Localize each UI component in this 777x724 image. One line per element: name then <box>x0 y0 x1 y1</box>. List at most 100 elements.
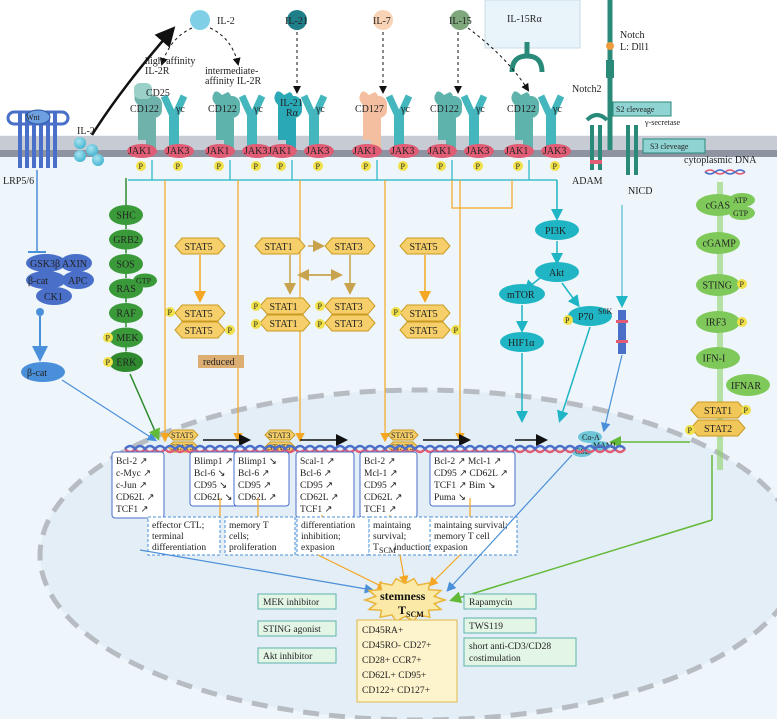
beta-catenin-complex-label: β-cat <box>28 276 48 287</box>
il7-label: IL-7 <box>373 16 391 27</box>
gene-line: c-Myc ↗ <box>116 469 151 479</box>
mapk-grb2: GRB2 <box>109 229 143 254</box>
phospho-p <box>315 319 325 329</box>
phospho-p <box>398 161 408 171</box>
il15ra-shape <box>509 53 545 73</box>
stat5-dimer-1a-label: STAT5 <box>185 309 213 320</box>
tscm-label: T <box>398 603 406 617</box>
nicd-label: NICD <box>628 186 652 197</box>
phospho-p <box>436 161 446 171</box>
svg-text:S6K: S6K <box>598 307 612 316</box>
sting-label-cgas: cGAS <box>706 201 730 212</box>
dna-stat-1b-label: STAT3 <box>268 443 290 452</box>
phospho-p <box>276 161 286 171</box>
gene-box-6: Bcl-2 ↗ Mcl-1 ↗CD95 ↗ CD62L ↗TCF1 ↗ Bim … <box>429 451 516 507</box>
destruction-complex <box>26 254 94 305</box>
phospho-p <box>473 161 483 171</box>
phospho-p-label: P <box>228 326 233 335</box>
phospho-p-label: P <box>106 334 111 343</box>
phospho-p-label: P <box>740 280 745 289</box>
il2-label: IL-2 <box>217 16 235 27</box>
phospho-p <box>361 161 371 171</box>
stat3-dimer-a <box>324 297 376 315</box>
gene-line: CD62L ↗ <box>300 493 339 503</box>
drug-left-2: STING agonist <box>257 620 337 637</box>
gene-line: CD62L ↘ <box>194 493 233 503</box>
membrane-bottom <box>0 150 777 157</box>
s3-cleavage-label: S3 cleveage <box>650 142 689 151</box>
stat5-dimer-2a <box>399 304 451 322</box>
akt-node <box>535 262 579 282</box>
jak1-label: JAK1 <box>128 146 151 157</box>
phospho-p-label: P <box>688 426 693 435</box>
gtp-label: GTP <box>733 209 749 218</box>
mtor-label: mTOR <box>507 290 535 301</box>
phospho-p-label: P <box>454 326 459 335</box>
phospho-p <box>225 325 235 335</box>
jak3-label: JAK3 <box>244 146 267 157</box>
phospho-p-label: P <box>254 162 259 171</box>
stat5-dimer-2b <box>399 321 451 339</box>
phospho-p <box>103 332 113 343</box>
outcome-line-sub: SCM <box>379 546 396 555</box>
receptor-alpha-label: CD122 <box>507 104 536 115</box>
gene-line: Bcl-2 ↗ Mcl-1 ↗ <box>434 457 501 467</box>
gene-line: CD62L ↗ <box>364 493 403 503</box>
dna-stat-1a <box>264 429 296 441</box>
tscm-marker: CD122+ CD127+ <box>362 686 430 696</box>
phospho-p <box>313 161 323 171</box>
phospho-p <box>251 301 261 311</box>
stat3-dimer-a-label: STAT3 <box>335 302 363 313</box>
gene-line: TCF1 ↗ <box>364 505 397 515</box>
phospho-p-label: P <box>254 302 259 311</box>
dna-stat-2a <box>387 429 419 441</box>
outcome-line: expasion <box>301 543 335 553</box>
nicd-fragment <box>616 310 628 354</box>
phospho-p-label: P <box>318 302 323 311</box>
apc-label: APC <box>68 276 88 287</box>
phospho-p-label: P <box>279 162 284 171</box>
mapk-label-erk: ERK <box>116 358 137 369</box>
membrane-top <box>0 136 777 150</box>
phospho-p-label: P <box>217 162 222 171</box>
il2-cytokine <box>190 10 210 30</box>
mapk-raf: RAF <box>109 303 143 327</box>
phospho-p <box>737 317 747 327</box>
svg-text:affinity IL-2R: affinity IL-2R <box>205 76 262 87</box>
jak3-label: JAK3 <box>391 146 414 157</box>
gamma-c-label: γc <box>400 104 410 115</box>
drug-label: costimulation <box>469 654 521 664</box>
mapk-label-ras: RAS <box>116 284 135 295</box>
gene-line: Scal-1 ↗ <box>300 457 335 467</box>
phospho-p <box>165 307 175 317</box>
phospho-p-label: P <box>553 162 558 171</box>
svg-text:SCM: SCM <box>406 610 424 619</box>
stat1-monomer <box>254 237 306 255</box>
stat1-monomer-label: STAT1 <box>265 242 293 253</box>
s3-cleavage-tag <box>642 138 706 154</box>
gamma-c-label: γc <box>175 104 185 115</box>
sting-label-cgamp: cGAMP <box>703 239 737 250</box>
outcome-line: inhibition; <box>301 532 341 542</box>
phospho-p <box>685 425 695 435</box>
tscm-marker: CD62L+ CD95+ <box>362 671 426 681</box>
gamma-c-label: γc <box>253 104 263 115</box>
phospho-p <box>315 301 325 311</box>
phospho-p-label: P <box>401 162 406 171</box>
jak3-label: JAK3 <box>466 146 489 157</box>
gene-line: Bcl-6 ↘ <box>194 469 225 479</box>
outcome-line: survival; <box>373 532 406 542</box>
il2-autocrine-arrow <box>90 26 176 136</box>
stat5-monomer-1-label: STAT5 <box>185 242 213 253</box>
sting-label-irf3: IRF3 <box>706 318 727 329</box>
jak3-label: JAK3 <box>166 146 189 157</box>
stat5-monomer-1 <box>174 237 226 255</box>
cd25-label: CD25 <box>146 88 170 99</box>
